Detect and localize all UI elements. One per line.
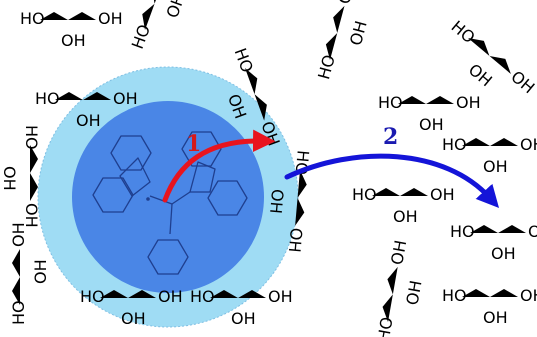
step-2-label: 2 bbox=[383, 124, 398, 150]
bulk-glycerol-molecule bbox=[433, 16, 537, 115]
solvation-glycerol-molecule bbox=[0, 125, 41, 228]
radical-molecule bbox=[92, 131, 248, 275]
solvation-glycerol-molecule bbox=[127, 0, 202, 60]
free-glycerol-molecule bbox=[450, 222, 537, 263]
free-glycerol-group bbox=[352, 185, 537, 263]
arrow-step-2 bbox=[284, 153, 500, 209]
bulk-glycerol-molecule bbox=[314, 0, 381, 88]
bulk-glycerol-molecule bbox=[20, 9, 123, 50]
step-1-label: 1 bbox=[186, 131, 201, 157]
free-glycerol-molecule bbox=[352, 185, 455, 226]
bulk-glycerol-molecule bbox=[9, 222, 50, 325]
arrow-step-1 bbox=[162, 129, 276, 203]
bulk-glycerol-molecule bbox=[373, 238, 432, 337]
bulk-glycerol-molecule bbox=[442, 286, 537, 327]
